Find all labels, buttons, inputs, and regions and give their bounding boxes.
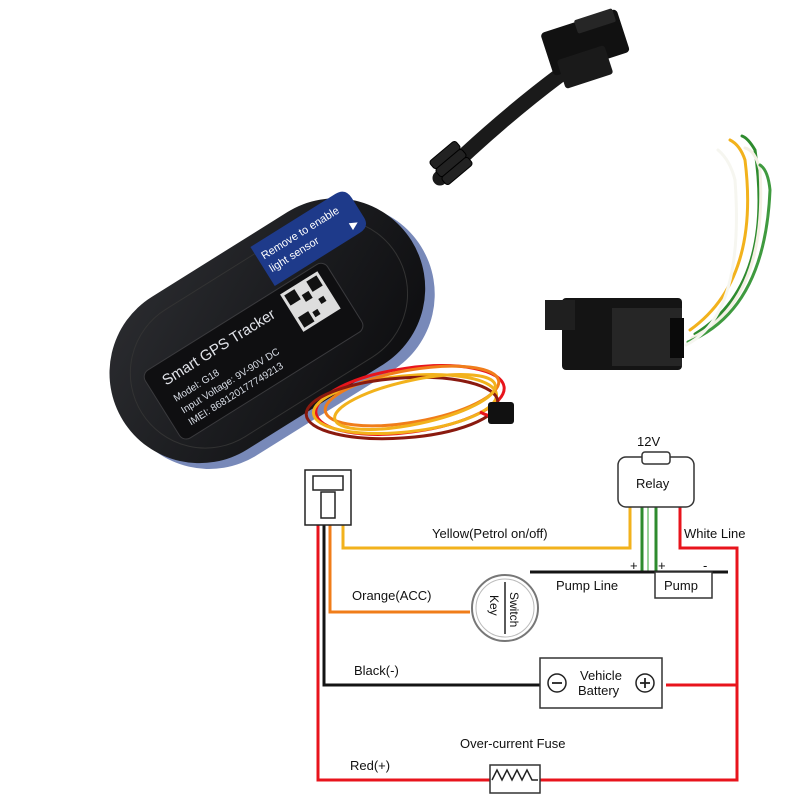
- orange-wire: [328, 523, 470, 614]
- battery-label-line-2: Battery: [578, 683, 620, 698]
- pump-plus-label: +: [658, 558, 666, 573]
- pump-label: Pump: [664, 578, 698, 593]
- relay-module-photo: [545, 134, 772, 370]
- fuse-element-icon: [491, 768, 538, 782]
- fuse-label: Over-current Fuse: [460, 736, 565, 751]
- black-wire-label: Black(-): [354, 663, 399, 678]
- battery-label-line-1: Vehicle: [580, 668, 622, 683]
- pump-box: Pump + -: [654, 558, 713, 599]
- device-connector: [541, 8, 630, 89]
- yellow-wire-label: Yellow(Petrol on/off): [432, 526, 548, 541]
- relay-label: Relay: [636, 476, 670, 491]
- switch-label: Switch: [507, 592, 521, 627]
- red-wire-label: Red(+): [350, 758, 390, 773]
- coiled-wire-harness: [304, 364, 514, 441]
- white-line-label: White Line: [684, 526, 745, 541]
- red-wire: [316, 505, 739, 782]
- pump-minus-label: -: [703, 558, 707, 573]
- voltage-label: 12V: [637, 434, 660, 449]
- key-label: Key: [487, 595, 501, 616]
- pump-line-label: Pump Line: [556, 578, 618, 593]
- relay-box: Relay: [617, 451, 695, 508]
- black-wire: [322, 523, 543, 687]
- vehicle-battery: Vehicle Battery: [539, 657, 663, 709]
- key-switch: Switch Key: [471, 574, 539, 642]
- qr-code-icon: [280, 271, 341, 332]
- over-current-fuse: [489, 764, 541, 794]
- arrow-icon: [348, 222, 358, 231]
- tracker-connector-schematic: [304, 469, 352, 526]
- pump-line-plus-label: +: [630, 558, 638, 573]
- orange-wire-label: Orange(ACC): [352, 588, 431, 603]
- yellow-wire: [341, 505, 632, 550]
- gps-tracker-device: Smart GPS Tracker Model: G18 Input Volta…: [109, 8, 630, 469]
